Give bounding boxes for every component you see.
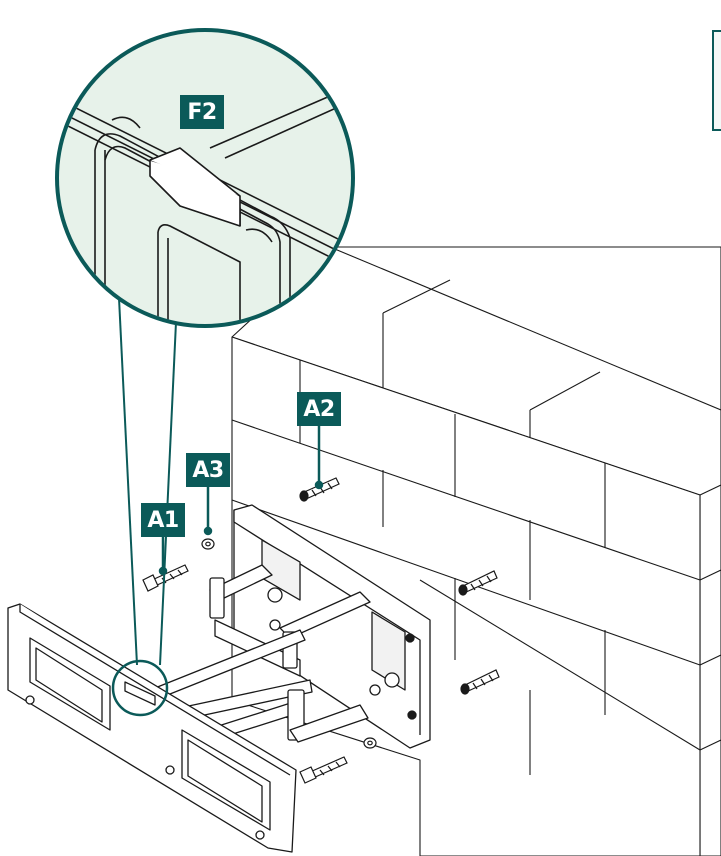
callout-label-f2: F2 <box>187 99 217 125</box>
wall-anchor-lower <box>460 669 500 695</box>
wall-anchor-middle <box>458 570 498 596</box>
side-panel-edge <box>712 30 721 131</box>
callout-box-a1 <box>141 503 185 537</box>
swing-arms <box>149 564 381 748</box>
detail-target-circle <box>111 659 169 717</box>
callout-box-f2 <box>180 95 224 129</box>
magnified-detail <box>55 28 355 328</box>
callout-box-a2 <box>297 392 341 426</box>
lag-bolt-lower <box>299 756 348 784</box>
callout-label-a3: A3 <box>192 457 224 483</box>
callout-label-a2: A2 <box>303 396 335 422</box>
tv-bracket <box>7 603 297 853</box>
brick-wall <box>231 246 721 856</box>
callout-label-a1: A1 <box>147 507 179 533</box>
washer-lower <box>363 737 377 749</box>
wall-plate <box>233 504 431 749</box>
washer-a3 <box>201 538 215 550</box>
callout-box-a3 <box>186 453 230 487</box>
